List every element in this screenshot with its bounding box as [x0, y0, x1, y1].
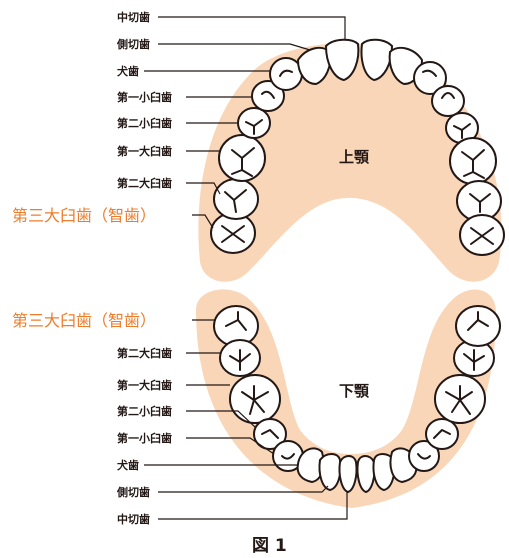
label-lower-central-incisor: 中切歯 — [117, 512, 150, 526]
lower-jaw-name: 下顎 — [339, 382, 370, 400]
tooth-upper-right-4 — [432, 86, 464, 116]
leader-upper-central-incisor — [158, 17, 345, 40]
lower-labels: 第三大臼歯（智歯） 第二大臼歯 第一大臼歯 第二小臼歯 第一小臼歯 犬歯 側切歯… — [12, 311, 347, 526]
label-lower-second-molar: 第二大臼歯 — [117, 346, 172, 360]
label-lower-first-molar: 第一大臼歯 — [117, 378, 172, 392]
label-upper-first-premolar: 第一小臼歯 — [117, 90, 172, 104]
label-lower-lateral-incisor: 側切歯 — [116, 485, 150, 499]
label-lower-second-premolar: 第二小臼歯 — [117, 404, 172, 418]
tooth-lower-left-1 — [339, 456, 356, 492]
label-upper-canine: 犬歯 — [117, 64, 139, 78]
label-upper-first-molar: 第一大臼歯 — [117, 144, 172, 158]
label-lower-canine: 犬歯 — [117, 458, 139, 472]
upper-jaw: 上顎 — [198, 40, 504, 282]
label-upper-lateral-incisor: 側切歯 — [116, 37, 150, 51]
upper-jaw-name: 上顎 — [339, 148, 370, 166]
label-lower-first-premolar: 第一小臼歯 — [117, 431, 172, 445]
leader-upper-lateral-incisor — [158, 44, 310, 50]
label-lower-third-molar: 第三大臼歯（智歯） — [12, 311, 156, 330]
lower-jaw: 下顎 — [196, 289, 500, 508]
label-upper-third-molar: 第三大臼歯（智歯） — [12, 206, 156, 225]
figure-caption: 図 1 — [252, 536, 287, 556]
label-upper-second-molar: 第二大臼歯 — [117, 176, 172, 190]
tooth-lower-left-2 — [319, 454, 340, 490]
tooth-lower-right-1 — [357, 456, 374, 492]
label-upper-central-incisor: 中切歯 — [117, 10, 150, 24]
label-upper-second-premolar: 第二小臼歯 — [117, 116, 172, 130]
tooth-lower-right-5 — [426, 419, 458, 449]
